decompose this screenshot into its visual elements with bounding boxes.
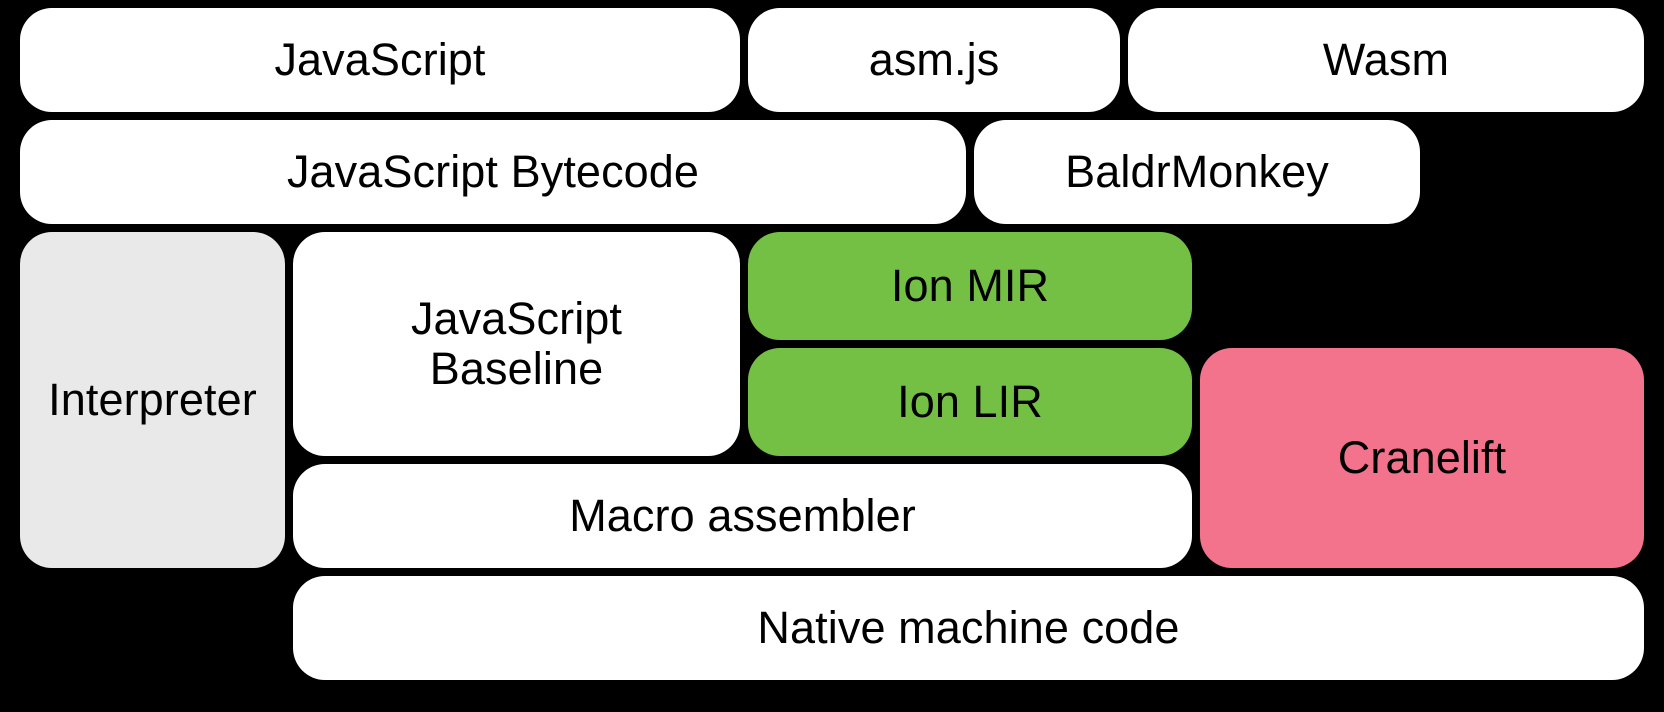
node-asm-js[interactable]: asm.js bbox=[748, 8, 1120, 112]
node-javascript[interactable]: JavaScript bbox=[20, 8, 740, 112]
node-native-machine-code[interactable]: Native machine code bbox=[293, 576, 1644, 680]
node-cranelift[interactable]: Cranelift bbox=[1200, 348, 1644, 568]
node-wasm[interactable]: Wasm bbox=[1128, 8, 1644, 112]
node-javascript-bytecode[interactable]: JavaScript Bytecode bbox=[20, 120, 966, 224]
node-macro-assembler[interactable]: Macro assembler bbox=[293, 464, 1192, 568]
node-javascript-baseline[interactable]: JavaScript Baseline bbox=[293, 232, 740, 456]
node-baldrmonkey[interactable]: BaldrMonkey bbox=[974, 120, 1420, 224]
node-ion-mir[interactable]: Ion MIR bbox=[748, 232, 1192, 340]
node-interpreter[interactable]: Interpreter bbox=[20, 232, 285, 568]
node-ion-lir[interactable]: Ion LIR bbox=[748, 348, 1192, 456]
